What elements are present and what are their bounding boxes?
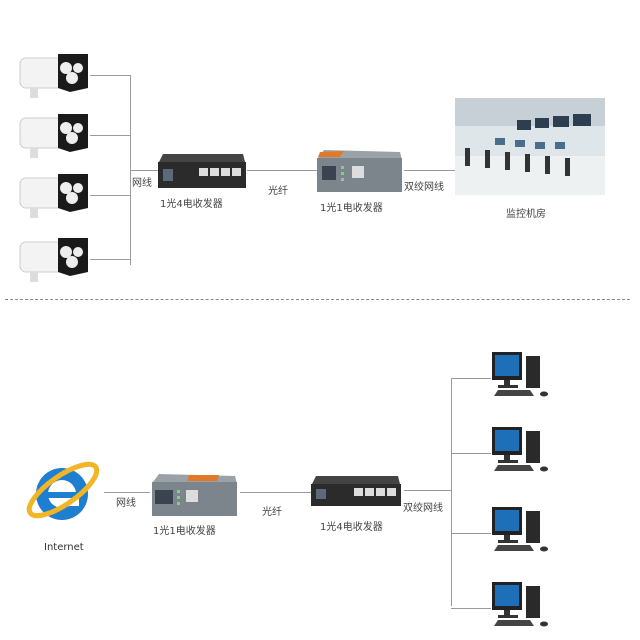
1-fiber-4-port-switch-bottom <box>311 476 401 506</box>
switch-label-bottom: 1光4电收发器 <box>320 522 383 533</box>
camera-line <box>90 259 130 260</box>
fiber-label-bottom: 光纤 <box>262 507 282 518</box>
converter-label: 1光1电收发器 <box>320 203 383 214</box>
desktop-computer-icon <box>492 427 548 472</box>
fiber-line-bottom <box>240 492 312 493</box>
1-fiber-1-port-converter-bottom <box>152 474 237 516</box>
internet-explorer-icon <box>26 461 100 520</box>
camera-line <box>90 75 130 76</box>
twisted-pair-label-bottom: 双绞网线 <box>403 503 443 514</box>
camera-line <box>90 135 130 136</box>
control-room-image <box>455 98 605 195</box>
bullet-camera-icon <box>19 174 88 218</box>
internet-label: Internet <box>44 542 84 553</box>
switch-label: 1光4电收发器 <box>160 199 223 210</box>
pc-line <box>451 453 491 454</box>
pc-bus-line <box>451 378 452 606</box>
cable-label: 网线 <box>132 178 152 189</box>
bullet-camera-icon <box>19 54 88 98</box>
twisted-pair-label: 双绞网线 <box>404 182 444 193</box>
converter-label-bottom: 1光1电收发器 <box>153 526 216 537</box>
bullet-camera-icon <box>19 238 88 282</box>
section-divider <box>5 299 630 300</box>
twisted-pair-line-bottom <box>404 490 451 491</box>
bullet-camera-icon <box>19 114 88 158</box>
pc-line <box>451 608 491 609</box>
desktop-computer-icon <box>492 582 548 627</box>
pc-line <box>451 378 491 379</box>
control-room-label: 监控机房 <box>506 209 546 220</box>
fiber-line <box>247 170 317 171</box>
cable-label-bottom: 网线 <box>116 498 136 509</box>
fiber-label: 光纤 <box>268 186 288 197</box>
1-fiber-1-port-converter <box>317 150 402 192</box>
cable-line <box>104 492 150 493</box>
connector-line <box>130 170 158 171</box>
camera-line <box>90 195 130 196</box>
desktop-computer-icon <box>492 352 548 397</box>
twisted-pair-line <box>404 170 456 171</box>
1-fiber-4-port-switch <box>158 154 246 188</box>
pc-line <box>451 533 491 534</box>
desktop-computer-icon <box>492 507 548 552</box>
